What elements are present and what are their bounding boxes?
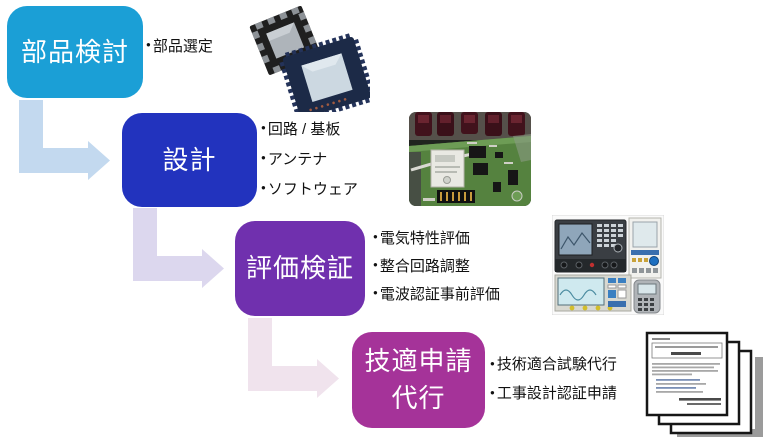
bullet-item: ● 技術適合試験代行 — [490, 349, 617, 378]
spectrum-analyzer — [554, 219, 627, 273]
step-box-parts-review: 部品検討 — [7, 6, 143, 98]
step-box-certification: 技適申請 代行 — [352, 332, 485, 428]
bullets-evaluation: ● 電気特性評価 ● 整合回路調整 ● 電波認証事前評価 — [373, 223, 500, 307]
oscilloscope — [554, 274, 632, 312]
bullet-text: 整合回路調整 — [379, 257, 470, 275]
bullets-design: ● 回路 / 基板 ● アンテナ ● ソフトウェア — [261, 113, 358, 203]
step-box-design: 設計 — [122, 113, 257, 207]
document-shadow — [755, 357, 763, 437]
bullet-dot-icon: ● — [373, 260, 378, 269]
large-chip — [279, 33, 370, 112]
bullet-item: ● 整合回路調整 — [373, 251, 500, 279]
bullet-item: ● 工事設計認証申請 — [490, 378, 617, 407]
bullet-text: 回路 / 基板 — [267, 120, 341, 138]
bullets-certification: ● 技術適合試験代行 ● 工事設計認証申請 — [490, 349, 617, 407]
certification-documents-photo — [645, 331, 763, 437]
bullet-item: ● アンテナ — [261, 143, 358, 173]
bullet-dot-icon: ● — [490, 387, 495, 397]
signal-generator — [628, 217, 662, 279]
bullet-item: ● 電波認証事前評価 — [373, 279, 500, 307]
bullet-dot-icon: ● — [146, 40, 151, 49]
circuit-board-photo — [409, 112, 531, 206]
bullet-item: ● 部品選定 — [146, 36, 213, 55]
capacitors — [415, 112, 525, 136]
bullet-text: 電気特性評価 — [379, 229, 470, 247]
bullet-item: ● 回路 / 基板 — [261, 113, 358, 143]
bullet-text: 工事設計認証申請 — [496, 385, 617, 402]
bullet-dot-icon: ● — [490, 358, 495, 368]
bullet-dot-icon: ● — [261, 183, 266, 192]
bullet-dot-icon: ● — [373, 232, 378, 241]
bullet-text: ソフトウェア — [267, 180, 358, 198]
ic-chips-photo — [249, 6, 370, 112]
handheld-meter — [633, 279, 661, 314]
arrow-down-right-1 — [19, 100, 110, 180]
measurement-equipment-photo — [552, 215, 664, 315]
bullet-text: 技術適合試験代行 — [496, 356, 617, 373]
bullet-text: 部品選定 — [152, 37, 213, 55]
bullet-dot-icon: ● — [261, 153, 266, 162]
arrow-down-right-3 — [248, 318, 339, 398]
bullet-dot-icon: ● — [261, 123, 266, 132]
bullet-item: ● 電気特性評価 — [373, 223, 500, 251]
bullet-item: ● ソフトウェア — [261, 173, 358, 203]
document-text-lines — [651, 338, 723, 405]
bullet-dot-icon: ● — [373, 288, 378, 297]
bullets-parts-review: ● 部品選定 — [146, 36, 213, 55]
step-box-evaluation: 評価検証 — [235, 221, 365, 316]
arrow-down-right-2 — [133, 208, 224, 288]
bullet-text: アンテナ — [267, 150, 328, 168]
bullet-text: 電波認証事前評価 — [379, 285, 500, 303]
